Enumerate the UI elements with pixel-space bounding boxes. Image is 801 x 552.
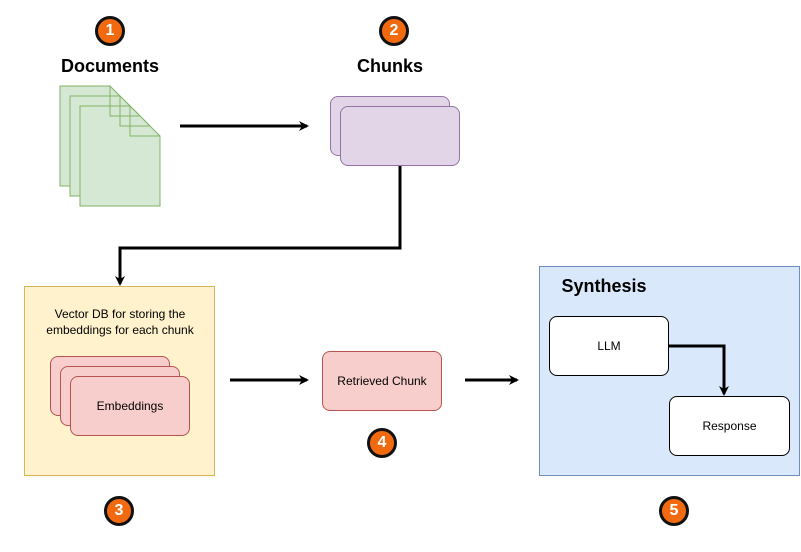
- step-badge-2: 2: [379, 16, 409, 46]
- synthesis-title: Synthesis: [561, 276, 647, 296]
- arrow-chunks-to-vector-db: [115, 166, 402, 286]
- step-badge-5: 5: [659, 496, 689, 526]
- retrieved-chunk-label: Retrieved Chunk: [337, 374, 427, 388]
- llm-box: LLM: [549, 316, 669, 376]
- retrieved-chunk-box: Retrieved Chunk: [322, 351, 442, 411]
- chunks-title: Chunks: [356, 56, 423, 76]
- step-badge-3: 3: [104, 496, 134, 526]
- documents-title: Documents: [60, 56, 159, 76]
- chunk-card-front: [340, 106, 460, 166]
- response-label: Response: [702, 419, 757, 433]
- llm-label: LLM: [597, 339, 621, 353]
- embedding-card-front: Embeddings: [70, 376, 190, 436]
- vector-db-caption: Vector DB for storing the embeddings for…: [46, 307, 194, 337]
- embeddings-label: Embeddings: [96, 399, 164, 413]
- arrow-llm-to-response: [669, 344, 729, 396]
- response-box: Response: [669, 396, 790, 456]
- step-badge-1: 1: [95, 16, 125, 46]
- document-page-front: [79, 105, 161, 207]
- step-badge-4: 4: [367, 428, 397, 458]
